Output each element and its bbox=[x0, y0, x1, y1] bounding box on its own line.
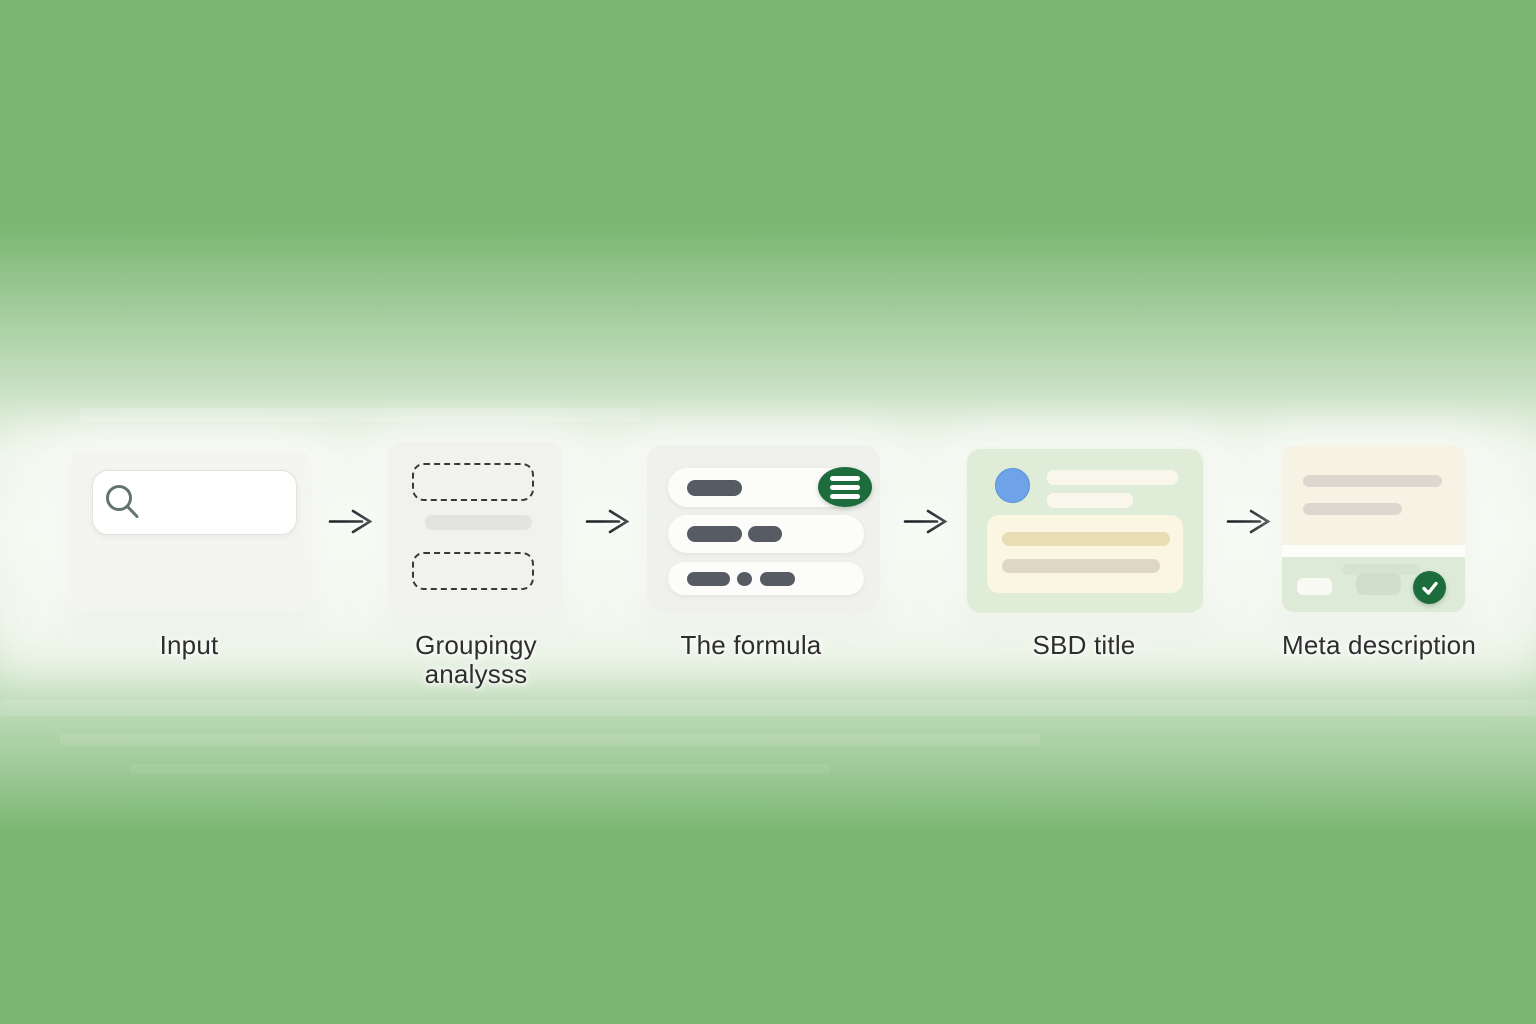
step-label-formula: The formula bbox=[680, 630, 822, 660]
background-stripe bbox=[130, 764, 830, 774]
background-stripe bbox=[0, 700, 1536, 716]
formula-row bbox=[668, 515, 864, 553]
search-input-illustration bbox=[92, 470, 297, 535]
text-pill-placeholder bbox=[687, 572, 730, 586]
step-card-meta-description bbox=[1282, 445, 1465, 612]
background-stripe bbox=[60, 734, 1040, 746]
dashed-placeholder-box bbox=[412, 552, 534, 590]
background-stripe bbox=[80, 408, 640, 422]
step-label-input: Input bbox=[159, 630, 219, 660]
text-bar-placeholder bbox=[1303, 503, 1402, 515]
dashed-placeholder-box bbox=[412, 463, 534, 501]
check-icon bbox=[1413, 571, 1446, 604]
text-bar-placeholder bbox=[1002, 532, 1170, 546]
avatar-circle bbox=[995, 468, 1030, 503]
step-label-meta-description: Meta description bbox=[1282, 630, 1476, 660]
step-card-formula bbox=[647, 445, 880, 612]
formula-row bbox=[668, 562, 864, 595]
dot-placeholder bbox=[737, 572, 752, 586]
text-pill-placeholder bbox=[760, 572, 795, 586]
text-bar-placeholder bbox=[1342, 564, 1420, 575]
divider bbox=[1282, 545, 1465, 557]
title-bar-placeholder bbox=[1047, 493, 1133, 508]
description-panel bbox=[1282, 445, 1465, 545]
text-bar-placeholder bbox=[1303, 475, 1442, 487]
text-pill-placeholder bbox=[687, 480, 742, 496]
arrow-right-icon bbox=[328, 509, 373, 534]
button-placeholder bbox=[1356, 573, 1401, 595]
step-card-sbd-title bbox=[965, 447, 1205, 615]
step-card-input bbox=[70, 450, 311, 611]
button-placeholder bbox=[1297, 578, 1332, 595]
status-panel bbox=[1282, 557, 1465, 612]
step-label-grouping-analysis: Groupingy analysss bbox=[415, 630, 537, 689]
title-bar-placeholder bbox=[1047, 470, 1178, 485]
search-icon bbox=[106, 485, 139, 518]
text-bar-placeholder bbox=[425, 515, 532, 530]
text-bar-placeholder bbox=[1002, 559, 1160, 573]
text-pill-placeholder bbox=[748, 526, 782, 542]
step-card-grouping-analysis bbox=[388, 442, 562, 613]
arrow-right-icon bbox=[903, 509, 948, 534]
step-label-sbd-title: SBD title bbox=[1032, 630, 1136, 660]
arrow-right-icon bbox=[1226, 509, 1271, 534]
text-pill-placeholder bbox=[687, 526, 742, 542]
content-panel bbox=[987, 515, 1183, 593]
arrow-right-icon bbox=[585, 509, 630, 534]
menu-icon bbox=[818, 467, 872, 507]
